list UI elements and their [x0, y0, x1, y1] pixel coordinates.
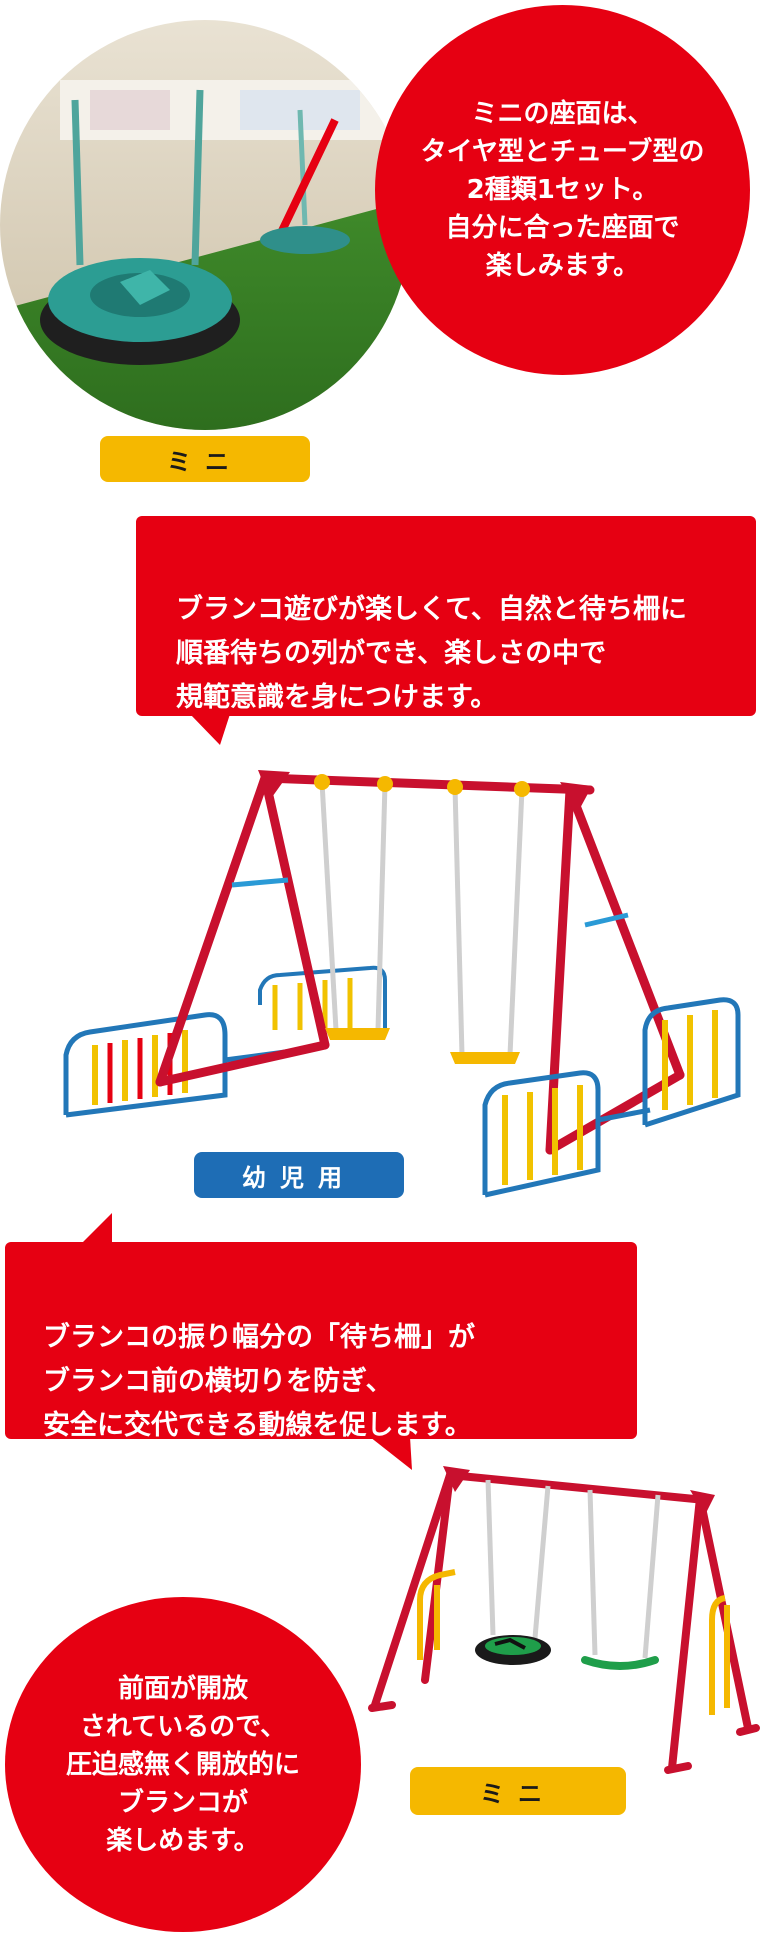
queue-info-bubble: ブランコ遊びが楽しくて、自然と待ち柵に 順番待ちの列ができ、楽しさの中で 規範意…	[136, 516, 756, 716]
mini-label-bottom-text: ミニ	[480, 1779, 556, 1808]
open-front-circle: 前面が開放 されているので、 圧迫感無く開放的に ブランコが 楽しめます。	[5, 1597, 361, 1932]
mini-label-top-text: ミニ	[167, 447, 243, 476]
fence-info-text: ブランコの振り幅分の「待ち柵」が ブランコ前の横切りを防ぎ、 安全に交代できる動…	[43, 1322, 475, 1441]
open-front-text: 前面が開放 されているので、 圧迫感無く開放的に ブランコが 楽しめます。	[65, 1673, 300, 1856]
seat-info-circle: ミニの座面は、 タイヤ型とチューブ型の 2種類1セット。 自分に合った座面で 楽…	[375, 5, 750, 375]
fence-info-bubble: ブランコの振り幅分の「待ち柵」が ブランコ前の横切りを防ぎ、 安全に交代できる動…	[5, 1242, 637, 1441]
toddler-label: 幼児用	[194, 1152, 404, 1198]
mini-swing-photo	[0, 20, 410, 430]
mini-label-top: ミニ	[100, 436, 310, 482]
seat-info-text: ミニの座面は、 タイヤ型とチューブ型の 2種類1セット。 自分に合った座面で 楽…	[420, 99, 705, 281]
mini-label-bottom: ミニ	[410, 1767, 626, 1815]
mini-swing-photo-image	[0, 20, 410, 430]
queue-info-text: ブランコ遊びが楽しくて、自然と待ち柵に 順番待ちの列ができ、楽しさの中で 規範意…	[176, 594, 687, 713]
toddler-label-text: 幼児用	[242, 1163, 356, 1192]
